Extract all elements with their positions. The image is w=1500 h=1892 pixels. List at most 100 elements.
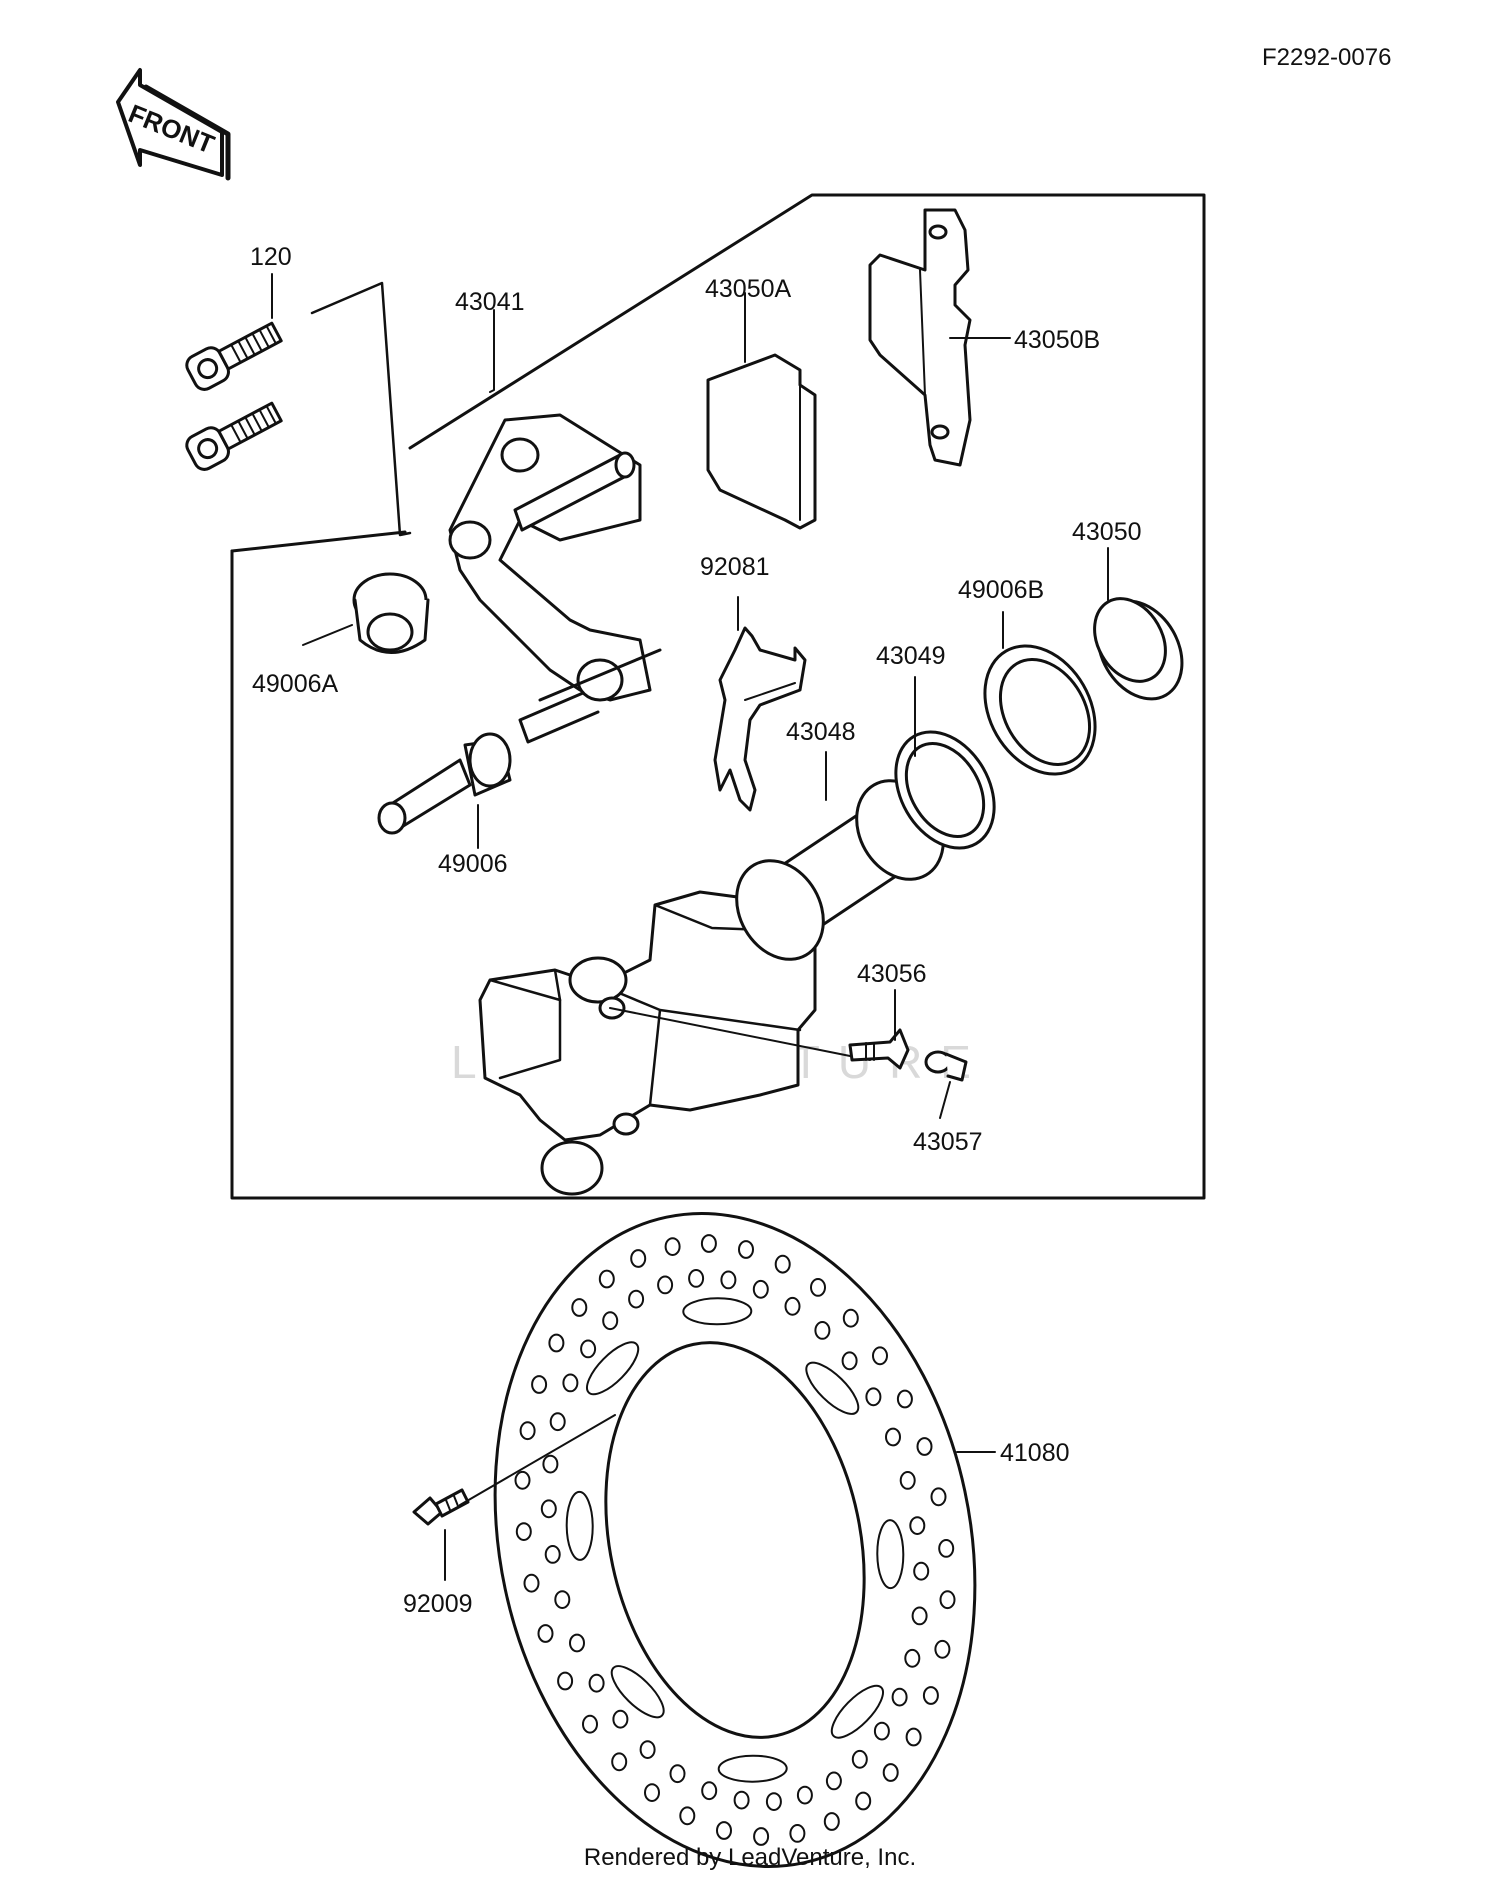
leader-lines xyxy=(271,273,1109,1581)
label-120: 120 xyxy=(250,243,292,271)
disc-hole xyxy=(537,1624,554,1643)
disc-hole xyxy=(644,1783,660,1802)
disc-hole xyxy=(630,1249,647,1268)
label-49006a: 49006A xyxy=(252,670,339,698)
disc-hole xyxy=(639,1740,656,1759)
label-49006b: 49006B xyxy=(958,576,1044,604)
disc-hole xyxy=(569,1633,585,1653)
disc-hole xyxy=(814,1321,831,1340)
disc-hole xyxy=(885,1427,901,1447)
disc-hole xyxy=(905,1727,922,1747)
disc-hole xyxy=(701,1781,718,1801)
label-43049: 43049 xyxy=(876,642,946,670)
brake-pad-a-icon xyxy=(706,353,817,530)
disc-hole xyxy=(549,1412,566,1432)
disc-hole xyxy=(542,1454,559,1474)
disc-hole xyxy=(899,1471,916,1490)
disc-hole xyxy=(855,1791,872,1811)
disc-hole xyxy=(939,1590,956,1610)
disc-hole xyxy=(909,1516,926,1535)
disc-hole xyxy=(544,1545,561,1564)
bolt-leader-frame xyxy=(310,281,412,537)
disc-hole xyxy=(911,1606,928,1626)
disc-hole xyxy=(784,1296,801,1316)
label-43056: 43056 xyxy=(857,960,927,988)
dust-seal-b-icon xyxy=(983,644,1097,776)
disc-slot xyxy=(610,1665,665,1719)
disc-hole xyxy=(823,1812,840,1831)
disc-hole xyxy=(916,1437,933,1456)
bleed-cap-icon xyxy=(924,1050,968,1082)
disc-hole xyxy=(628,1289,645,1309)
caliper-body-icon xyxy=(478,890,871,1196)
seal-cap-icon xyxy=(1093,597,1184,701)
disc-hole xyxy=(611,1752,628,1772)
disc-hole xyxy=(938,1539,955,1558)
disc-hole xyxy=(891,1687,908,1707)
disc-hole xyxy=(841,1351,858,1371)
pad-spring-icon xyxy=(713,626,807,812)
disc-hole xyxy=(733,1790,750,1810)
footer-credit: Rendered by LeadVenture, Inc. xyxy=(583,1844,917,1871)
brake-disc-icon xyxy=(493,1212,977,1868)
label-43048: 43048 xyxy=(786,718,856,746)
disc-hole xyxy=(930,1487,947,1507)
disc-hole xyxy=(588,1673,605,1693)
disc-hole xyxy=(796,1785,813,1805)
disc-hole xyxy=(922,1686,939,1705)
disc-hole xyxy=(664,1237,681,1256)
disc-hole xyxy=(873,1721,890,1741)
disc-hole xyxy=(548,1333,565,1353)
disc-hole xyxy=(865,1387,882,1407)
disc-hole xyxy=(582,1714,598,1734)
label-43050a: 43050A xyxy=(705,275,792,303)
label-49006: 49006 xyxy=(438,850,508,878)
disc-hole xyxy=(523,1573,540,1593)
label-43050: 43050 xyxy=(1072,518,1142,546)
disc-hole xyxy=(700,1234,717,1253)
bolt-icon xyxy=(185,321,283,471)
disc-slot xyxy=(830,1684,884,1739)
disc-hole xyxy=(540,1499,557,1519)
disc-hole xyxy=(602,1311,619,1331)
disc-slot xyxy=(805,1361,860,1415)
disc-screw-icon xyxy=(412,1488,470,1526)
disc-hole xyxy=(657,1275,674,1295)
disc-hole xyxy=(753,1827,770,1846)
disc-hole xyxy=(598,1269,615,1289)
disc-hole xyxy=(774,1254,791,1274)
disc-hole xyxy=(882,1763,899,1782)
disc-slot xyxy=(717,1754,788,1783)
disc-hole xyxy=(896,1389,913,1409)
disc-slot xyxy=(565,1490,594,1561)
brake-pad-b-icon xyxy=(868,208,972,467)
disc-hole xyxy=(810,1278,826,1297)
pin-boot-a-icon xyxy=(352,572,430,654)
disc-hole xyxy=(571,1298,588,1317)
bleed-valve-icon xyxy=(848,1028,910,1070)
disc-hole xyxy=(716,1821,732,1840)
diagram-code: F2292-0076 xyxy=(1262,44,1392,71)
front-arrow-icon: FRONT xyxy=(116,68,231,181)
disc-slot xyxy=(876,1519,905,1590)
piston-icon xyxy=(735,779,945,961)
disc-hole xyxy=(688,1269,705,1288)
disc-hole xyxy=(554,1590,571,1609)
disc-hole xyxy=(842,1308,859,1328)
label-92009: 92009 xyxy=(403,1590,473,1618)
disc-hole xyxy=(679,1806,696,1826)
disc-hole xyxy=(515,1522,532,1541)
disc-hole xyxy=(872,1346,888,1366)
disc-hole xyxy=(557,1671,574,1691)
disc-hole xyxy=(765,1792,782,1811)
disc-hole xyxy=(825,1771,842,1791)
label-43057: 43057 xyxy=(913,1128,983,1156)
caliper-bracket-icon xyxy=(448,413,662,744)
label-92081: 92081 xyxy=(700,553,770,581)
disc-hole xyxy=(519,1421,536,1441)
disc-hole xyxy=(851,1749,868,1769)
disc-hole xyxy=(720,1270,737,1290)
disc-hole xyxy=(904,1648,921,1668)
disc-hole xyxy=(934,1639,951,1659)
frame-corner-line xyxy=(230,530,407,553)
